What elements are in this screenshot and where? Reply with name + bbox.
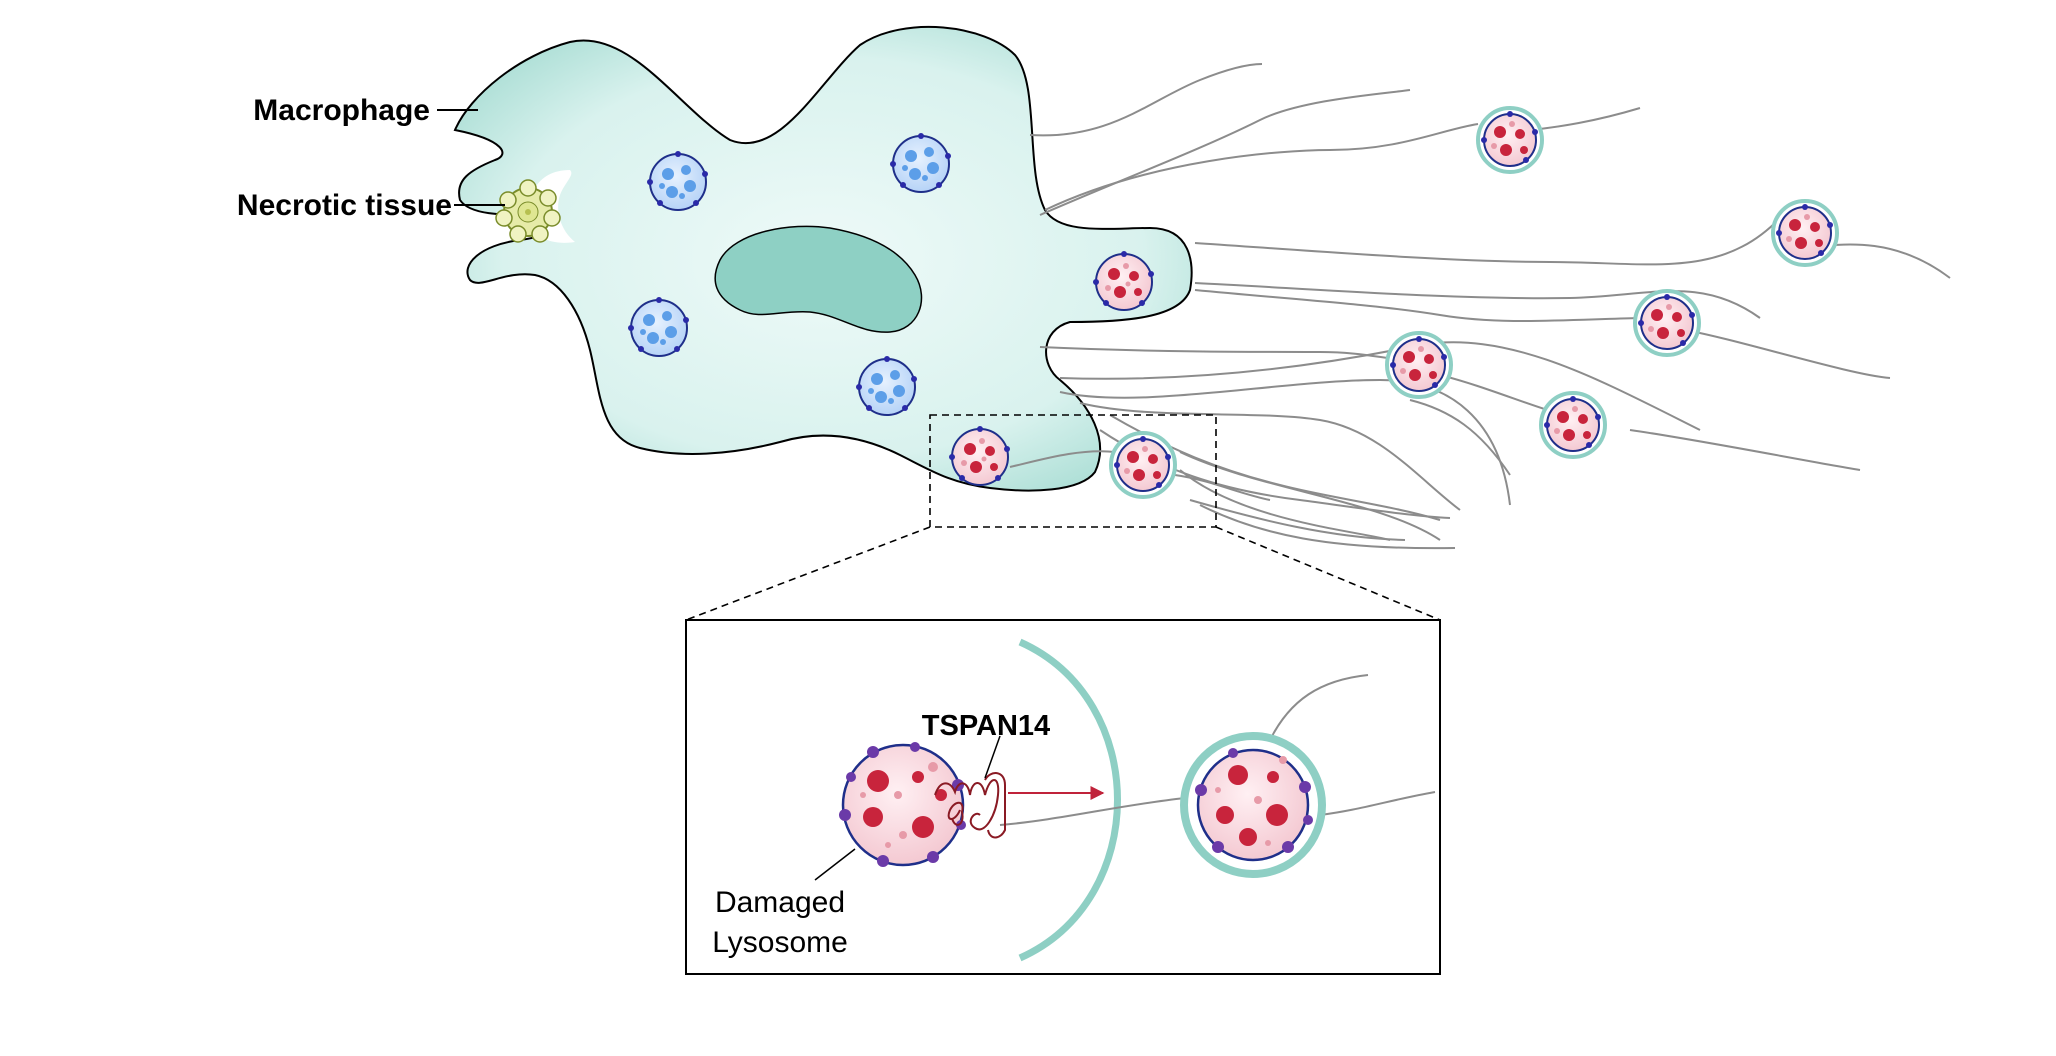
zoom-connector-left — [685, 526, 931, 621]
lysosome-label: Lysosome — [712, 926, 848, 959]
released-lysosome-3 — [1771, 199, 1839, 267]
released-lysosome-1 — [1109, 431, 1177, 499]
plasma-membrane-arc — [1018, 638, 1121, 962]
tspan14-leader — [984, 735, 1001, 779]
zoom-region-dashed — [929, 414, 1217, 528]
tspan14-protein — [934, 772, 1006, 839]
healthy-lysosome-2 — [890, 133, 951, 193]
healthy-lysosome-1 — [647, 151, 708, 211]
tspan14-label: TSPAN14 — [922, 710, 1050, 742]
released-lysosome-5 — [1385, 331, 1453, 399]
inset-released-lysosome — [1180, 732, 1326, 878]
damaged-lysosome-in-cell-1 — [1093, 251, 1154, 311]
released-lysosome-4 — [1633, 289, 1701, 357]
macrophage-label: Macrophage — [253, 94, 430, 127]
released-lysosome-2 — [1476, 106, 1544, 174]
released-lysosome-6 — [1539, 391, 1607, 459]
damaged-lysosome-in-cell-2 — [949, 426, 1010, 486]
healthy-lysosome-3 — [628, 297, 689, 357]
nucleus — [714, 225, 923, 333]
damaged-label: Damaged — [715, 886, 845, 919]
necrotic-tissue-particle — [495, 179, 561, 243]
damaged-lysosome-leader — [814, 848, 856, 881]
necrotic-tissue-label: Necrotic tissue — [237, 189, 452, 222]
zoom-connector-right — [1215, 526, 1441, 621]
healthy-lysosome-4 — [856, 356, 917, 416]
inset-strands — [999, 674, 1436, 826]
inset-damaged-lysosome — [839, 742, 966, 867]
